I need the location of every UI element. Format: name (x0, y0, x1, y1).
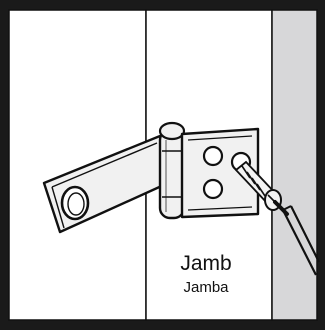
jamb-label-spanish: Jamba (183, 279, 229, 296)
hinge-plate-icon (42, 121, 260, 234)
screw-icon (234, 160, 282, 211)
wall-panel (271, 9, 318, 321)
screwdriver-icon (273, 200, 320, 276)
jamb-label: Jamb (180, 252, 231, 275)
